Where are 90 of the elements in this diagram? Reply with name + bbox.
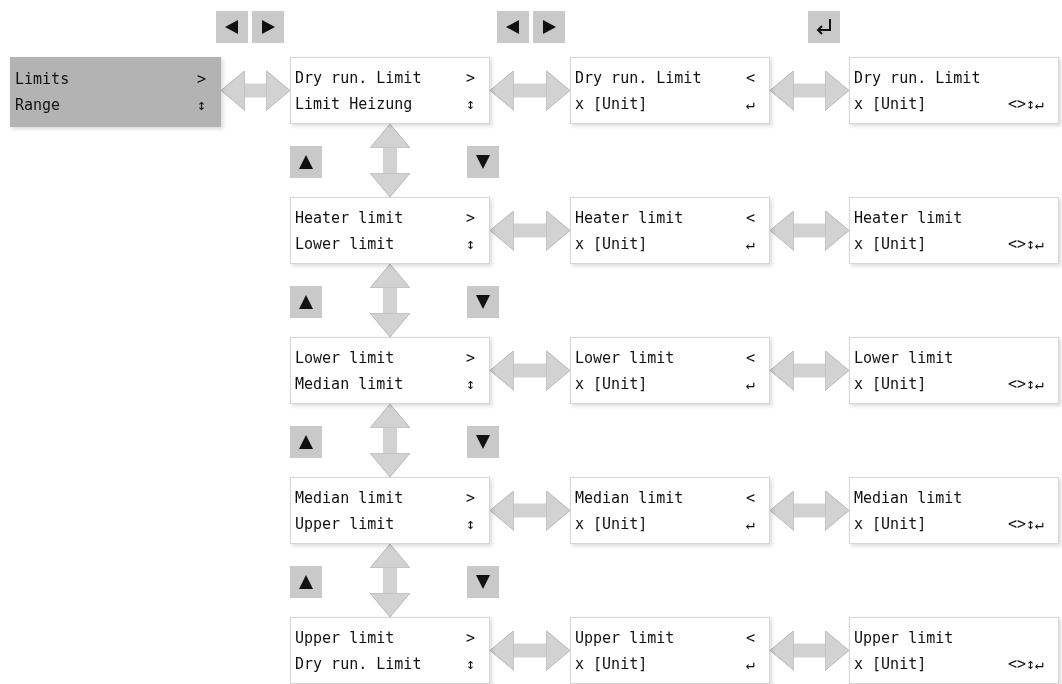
key-symbol: <>↕↵ [1007,374,1044,393]
menu-text: Upper limit [295,628,396,647]
menu-screen [10,57,221,127]
menu-screen [290,477,490,544]
double-arrow [369,263,411,338]
double-arrow [369,543,411,618]
menu-text: Heater limit [295,208,405,227]
menu-text: Lower limit [295,348,396,367]
menu-text: x [Unit] [575,514,649,533]
double-arrow [489,630,571,671]
menu-text: Lower limit [295,234,396,253]
key-symbol: < [745,68,755,87]
double-arrow [369,403,411,478]
menu-screen [290,337,490,404]
menu-text: Median limit [575,488,685,507]
key-symbol: ↵ [745,654,755,673]
menu-text: x [Unit] [854,374,928,393]
menu-text: Median limit [854,488,964,507]
double-arrow [769,490,850,531]
menu-screen [849,197,1059,264]
key-symbol: ↕ [465,654,475,673]
double-arrow [489,490,571,531]
key-symbol: < [745,488,755,507]
menu-text: Dry run. Limit [854,68,982,87]
menu-text: Dry run. Limit [575,68,703,87]
menu-text: x [Unit] [854,654,928,673]
menu-screen [570,57,770,124]
double-arrow [769,630,850,671]
menu-text: Heater limit [854,208,964,227]
key-symbol: < [745,628,755,647]
double-arrow [369,123,411,198]
key-symbol: <>↕↵ [1007,514,1044,533]
menu-text: x [Unit] [575,94,649,113]
key-symbol: ↕ [465,514,475,533]
double-arrow [220,70,291,111]
double-arrow [489,70,571,111]
key-symbol: <>↕↵ [1007,234,1044,253]
menu-text: Limits [15,70,71,88]
menu-text: x [Unit] [854,234,928,253]
key-symbol: ↕ [465,94,475,113]
menu-text: Range [15,96,62,114]
key-symbol: > [196,70,206,88]
double-arrow [769,350,850,391]
menu-screen [570,337,770,404]
menu-screen [570,197,770,264]
key-symbol: ↵ [745,94,755,113]
menu-screen [290,57,490,124]
menu-screen [290,617,490,684]
key-symbol: > [465,68,475,87]
menu-text: x [Unit] [854,94,928,113]
menu-text: Lower limit [575,348,676,367]
key-symbol: < [745,208,755,227]
menu-text: Lower limit [854,348,955,367]
key-symbol: > [465,348,475,367]
key-symbol: ↕ [465,234,475,253]
menu-text: Median limit [295,488,405,507]
menu-screen [849,617,1059,684]
menu-text: x [Unit] [575,374,649,393]
key-symbol: ↵ [745,234,755,253]
menu-text: Median limit [295,374,405,393]
menu-screen [849,337,1059,404]
menu-text: Upper limit [575,628,676,647]
key-symbol: ↕ [196,96,206,114]
menu-text: Heater limit [575,208,685,227]
menu-text: Upper limit [295,514,396,533]
key-symbol: < [745,348,755,367]
menu-screen [849,57,1059,124]
menu-screen [570,617,770,684]
key-symbol: ↵ [745,514,755,533]
double-arrow [769,70,850,111]
key-symbol: <>↕↵ [1007,654,1044,673]
double-arrow [489,210,571,251]
menu-text: Dry run. Limit [295,654,423,673]
key-symbol: ↕ [465,374,475,393]
menu-screen [290,197,490,264]
key-symbol: <>↕↵ [1007,94,1044,113]
key-symbol: > [465,488,475,507]
double-arrow [489,350,571,391]
menu-text: Dry run. Limit [295,68,423,87]
menu-text: x [Unit] [575,234,649,253]
key-symbol: ↵ [745,374,755,393]
menu-text: x [Unit] [575,654,649,673]
menu-screen [570,477,770,544]
menu-screen [849,477,1059,544]
double-arrow [769,210,850,251]
menu-text: Upper limit [854,628,955,647]
key-symbol: > [465,208,475,227]
menu-text: x [Unit] [854,514,928,533]
menu-text: Limit Heizung [295,94,414,113]
key-symbol: > [465,628,475,647]
